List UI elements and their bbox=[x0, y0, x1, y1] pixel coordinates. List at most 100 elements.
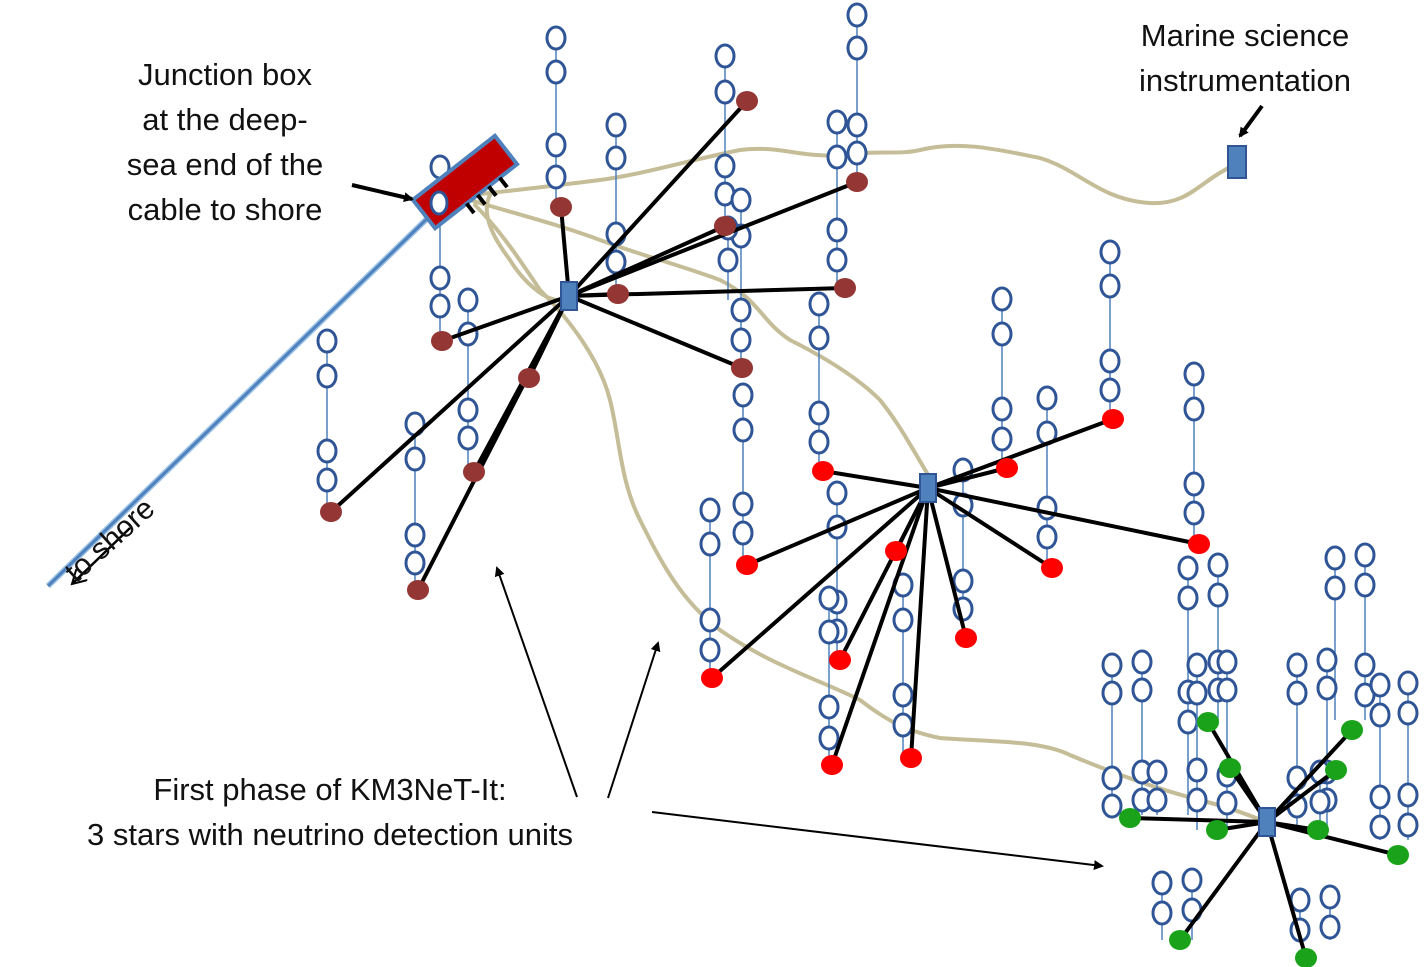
cable-to-shore bbox=[45, 207, 439, 589]
optical-module-icon bbox=[1181, 867, 1203, 893]
star3-link-3 bbox=[1128, 816, 1269, 824]
star2-anchor-4 bbox=[1041, 558, 1063, 578]
optical-module-icon bbox=[545, 132, 567, 158]
junction-label-line-3: sea end of the bbox=[126, 147, 324, 182]
star2-anchor-3 bbox=[1102, 409, 1124, 429]
optical-module-icon bbox=[991, 286, 1013, 312]
optical-module-icon bbox=[1101, 793, 1123, 819]
optical-module-icon bbox=[1369, 672, 1391, 698]
optical-module-icon bbox=[1354, 542, 1376, 568]
star3-link-2 bbox=[1265, 728, 1354, 824]
star1-unit-9 bbox=[316, 328, 338, 512]
optical-module-icon bbox=[429, 293, 451, 319]
star3-anchor-7 bbox=[1169, 930, 1191, 950]
optical-module-icon bbox=[1183, 500, 1205, 526]
optical-module-icon bbox=[1151, 900, 1173, 926]
star1-link-7 bbox=[567, 294, 744, 370]
optical-module-icon bbox=[808, 291, 830, 317]
optical-module-icon bbox=[1101, 680, 1123, 706]
optical-module-icon bbox=[1131, 677, 1153, 703]
optical-module-icon bbox=[818, 694, 840, 720]
star3-anchor-3 bbox=[1119, 808, 1141, 828]
star2-link-9 bbox=[909, 486, 930, 760]
star1-unit-1 bbox=[545, 25, 567, 207]
optical-module-icon bbox=[1207, 582, 1229, 608]
star1-link-1 bbox=[567, 99, 749, 298]
optical-module-icon bbox=[699, 497, 721, 523]
optical-module-icon bbox=[1183, 471, 1205, 497]
star3-unit-13 bbox=[1151, 870, 1173, 940]
star2-unit-9 bbox=[818, 585, 840, 765]
optical-module-icon bbox=[1186, 680, 1208, 706]
star2-unit-2 bbox=[991, 286, 1013, 468]
star3-unit-17 bbox=[1146, 759, 1168, 815]
star3-unit-8 bbox=[1216, 649, 1238, 830]
optical-module-icon bbox=[714, 43, 736, 69]
annotation-arrows bbox=[351, 104, 1264, 871]
optical-module-icon bbox=[429, 265, 451, 291]
optical-module-icon bbox=[1397, 700, 1419, 726]
optical-module-icon bbox=[404, 522, 426, 548]
optical-module-icon bbox=[1099, 239, 1121, 265]
star2-link-8 bbox=[838, 486, 930, 662]
star2-unit-6 bbox=[952, 457, 974, 638]
star3-unit-6 bbox=[1131, 649, 1153, 815]
first-phase-label: First phase of KM3NeT-It: 3 stars with n… bbox=[40, 767, 620, 857]
optical-module-icon bbox=[991, 396, 1013, 422]
junction-label-line-1: Junction box bbox=[137, 57, 313, 92]
optical-module-icon bbox=[1216, 677, 1238, 703]
star3-link-6 bbox=[1265, 820, 1400, 857]
optical-module-icon bbox=[1101, 652, 1123, 678]
power-cable-2 bbox=[468, 198, 932, 480]
junction-label-line-4: cable to shore bbox=[127, 192, 323, 227]
optical-module-icon bbox=[1186, 652, 1208, 678]
star1-anchor-4 bbox=[607, 284, 629, 304]
optical-module-icon bbox=[1186, 787, 1208, 813]
first-phase-line-1: First phase of KM3NeT-It: bbox=[153, 772, 507, 807]
star1-unit-5 bbox=[846, 2, 868, 182]
optical-module-icon bbox=[714, 79, 736, 105]
optical-module-icon bbox=[316, 438, 338, 464]
star-connections bbox=[329, 99, 1400, 960]
optical-module-icon bbox=[1183, 361, 1205, 387]
optical-module-icon bbox=[545, 59, 567, 85]
optical-module-icon bbox=[1099, 348, 1121, 374]
marine-science-label: Marine science instrumentation bbox=[1110, 13, 1380, 103]
optical-module-icon bbox=[818, 585, 840, 611]
optical-module-icon bbox=[457, 397, 479, 423]
star2-node-box bbox=[919, 473, 937, 503]
optical-module-icon bbox=[545, 25, 567, 51]
optical-module-icon bbox=[730, 297, 752, 323]
optical-module-icon bbox=[730, 187, 752, 213]
optical-module-icon bbox=[846, 112, 868, 138]
marine-label-line-1: Marine science bbox=[1140, 18, 1350, 53]
optical-module-icon bbox=[892, 712, 914, 738]
star1-anchor-9 bbox=[320, 502, 342, 522]
optical-module-icon bbox=[1316, 675, 1338, 701]
optical-module-icon bbox=[316, 467, 338, 493]
star2-unit-3 bbox=[1036, 385, 1058, 568]
marine-arrow bbox=[1238, 104, 1264, 138]
star1-link-8 bbox=[440, 294, 571, 343]
optical-module-icon bbox=[826, 247, 848, 273]
star2-anchor-7 bbox=[885, 541, 907, 561]
optical-module-icon bbox=[1216, 649, 1238, 675]
optical-module-icon bbox=[892, 607, 914, 633]
marine-label-line-2: instrumentation bbox=[1139, 63, 1351, 98]
optical-module-icon bbox=[732, 520, 754, 546]
star2-unit-5 bbox=[732, 382, 754, 564]
detection-units bbox=[316, 2, 1419, 943]
star2-anchor-6 bbox=[955, 628, 977, 648]
optical-module-icon bbox=[1397, 670, 1419, 696]
star3-unit-5 bbox=[1101, 652, 1123, 819]
star2-unit-11 bbox=[699, 497, 721, 678]
power-cable-1 bbox=[468, 143, 1237, 206]
first-phase-line-2: 3 stars with neutrino detection units bbox=[87, 817, 573, 852]
phase-arrow-3 bbox=[651, 811, 1104, 871]
star3-anchor-9 bbox=[1219, 758, 1241, 778]
star2-anchor-2 bbox=[996, 458, 1018, 478]
star3-anchor-10 bbox=[1325, 760, 1347, 780]
star2-unit-4 bbox=[808, 291, 830, 472]
junction-label-line-2: at the deep- bbox=[142, 102, 308, 137]
